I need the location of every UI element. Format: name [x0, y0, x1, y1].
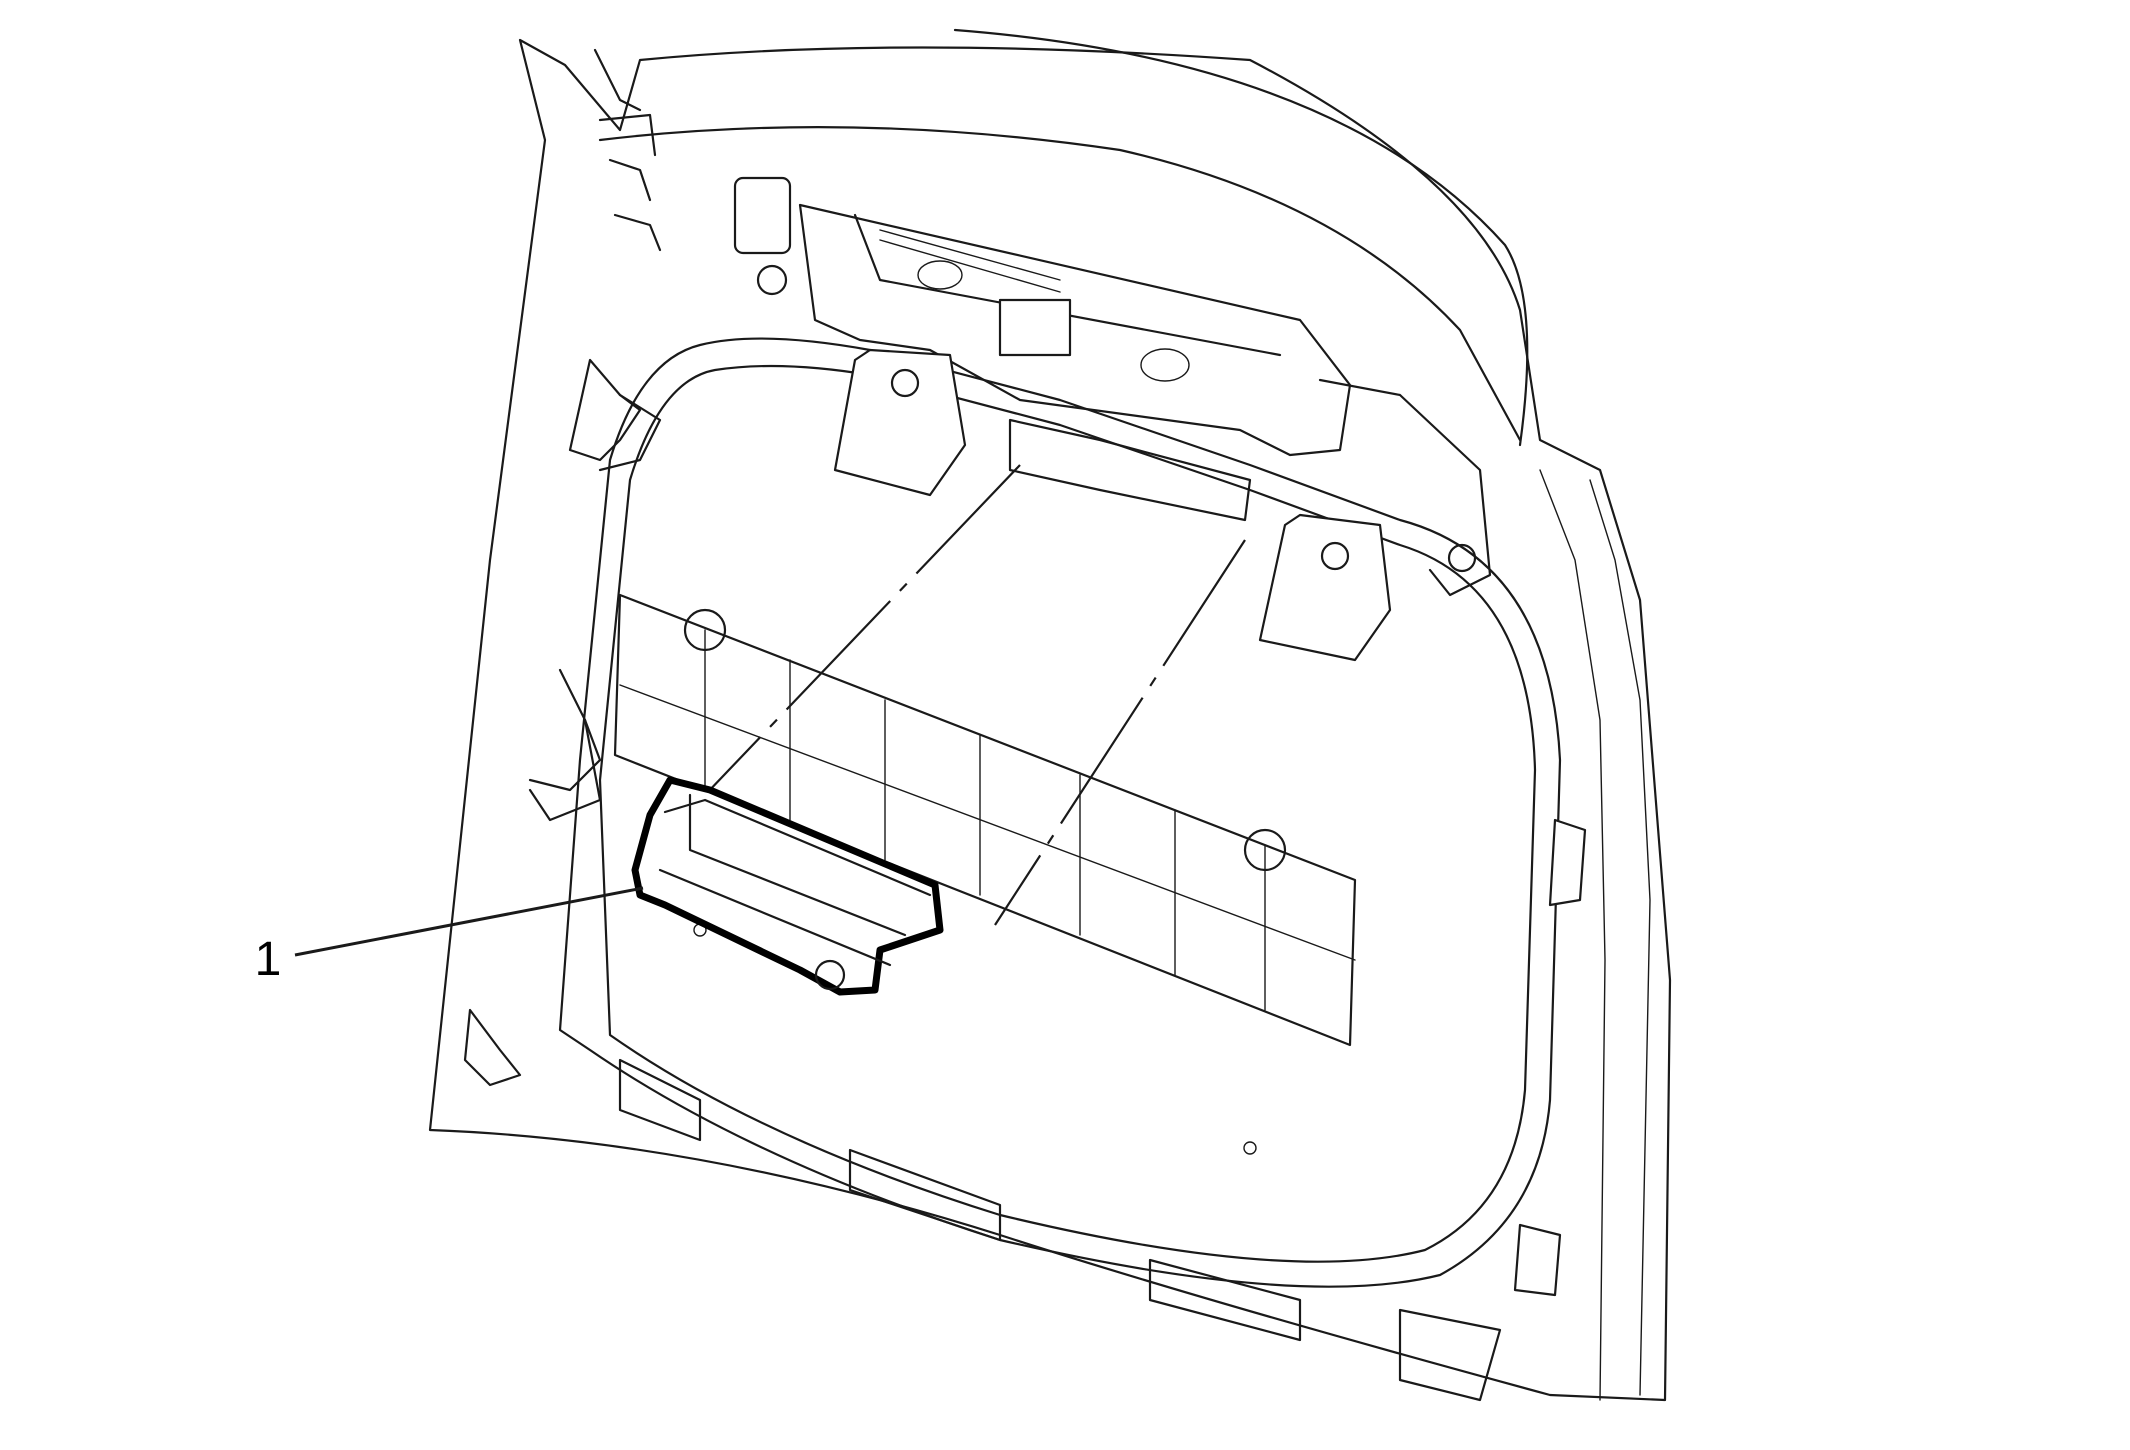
callout-leader-line [294, 886, 644, 957]
alignment-line-right [994, 539, 1246, 926]
lower-tabs [618, 923, 1502, 1402]
alignment-lines [704, 464, 1246, 926]
callout-1: 1 [255, 886, 644, 986]
right-clip [1513, 818, 1587, 1297]
highlighted-bracket [631, 776, 944, 996]
upper-module [733, 176, 1492, 597]
left-clips [463, 48, 662, 1087]
alignment-line-left [704, 464, 1021, 796]
left-connector [733, 176, 792, 255]
trim-panel [428, 28, 1672, 1402]
inner-bezel [558, 337, 1562, 1288]
grille-mesh [613, 593, 1357, 1047]
center-connector [998, 298, 1072, 357]
callout-label: 1 [255, 933, 282, 986]
